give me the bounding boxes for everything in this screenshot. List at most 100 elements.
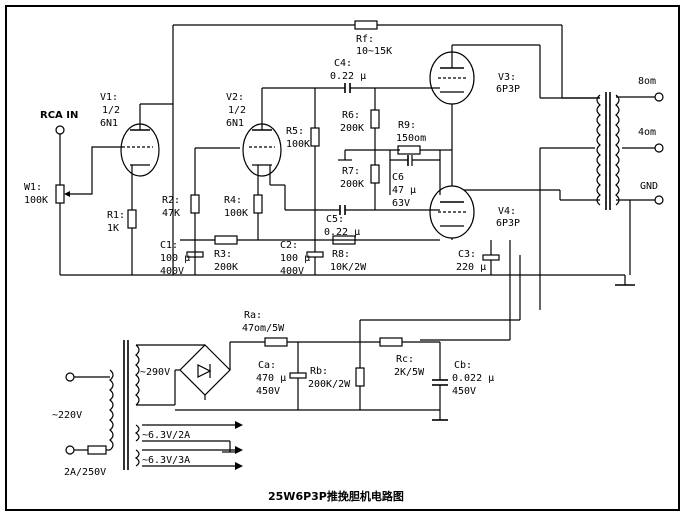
- label-mains-voltage: ~220V: [52, 410, 82, 421]
- label-rc-value: 2K/5W: [394, 367, 425, 378]
- label-r1-name: R1:: [107, 210, 125, 221]
- r5-resistor: [310, 127, 320, 147]
- label-out-8om: 8om: [638, 76, 656, 87]
- bridge-rectifier: [179, 344, 231, 396]
- w1-potentiometer: [55, 184, 65, 204]
- label-rc-name: Rc:: [396, 354, 414, 365]
- label-cb-voltage: 450V: [452, 386, 476, 397]
- label-v1-name: V1:: [100, 92, 118, 103]
- ca-capacitor: [289, 372, 307, 379]
- label-heater-2: ~6.3V/3A: [142, 455, 190, 466]
- rca-input-jack[interactable]: [55, 125, 65, 135]
- rc-resistor: [379, 337, 403, 347]
- label-fuse: 2A/250V: [64, 467, 106, 478]
- diagram-border: [5, 5, 680, 511]
- label-r3-value: 200K: [214, 262, 238, 273]
- label-c5-value: 0.22 μ: [324, 227, 360, 238]
- label-ca-voltage: 450V: [256, 386, 280, 397]
- label-r2-value: 47K: [162, 208, 180, 219]
- label-r1-value: 1K: [107, 223, 119, 234]
- label-r9-value: 150om: [396, 133, 426, 144]
- label-v4-name: V4:: [498, 206, 516, 217]
- fuse: [87, 445, 107, 455]
- label-c2-name: C2:: [280, 240, 298, 251]
- label-c6-name: C6: [392, 172, 404, 183]
- label-rca-in: RCA IN: [40, 110, 78, 121]
- r7-resistor: [370, 164, 380, 184]
- label-r9-name: R9:: [398, 120, 416, 131]
- r4-resistor: [253, 194, 263, 214]
- mains-terminal-2[interactable]: [65, 445, 75, 455]
- rb-resistor: [355, 367, 365, 387]
- label-v1-type: 6N1: [100, 118, 118, 129]
- label-w1-value: 100K: [24, 195, 48, 206]
- label-cb-name: Cb:: [454, 360, 472, 371]
- label-hv-secondary: ~290V: [140, 367, 170, 378]
- label-ca-value: 470 μ: [256, 373, 286, 384]
- label-c1-value: 100 μ: [160, 253, 190, 264]
- label-c1-voltage: 400V: [160, 266, 184, 277]
- c3-capacitor: [482, 254, 500, 261]
- label-out-gnd: GND: [640, 181, 658, 192]
- label-r7-name: R7:: [342, 166, 360, 177]
- output-transformer-secondary: [615, 94, 620, 206]
- output-8ohm-terminal[interactable]: [654, 92, 664, 102]
- label-r4-name: R4:: [224, 195, 242, 206]
- power-transformer-primary: [109, 369, 114, 451]
- label-v3-name: V3:: [498, 72, 516, 83]
- label-w1-name: W1:: [24, 182, 42, 193]
- label-v2-name: V2:: [226, 92, 244, 103]
- label-r8-name: R8:: [332, 249, 350, 260]
- label-c4-value: 0.22 μ: [330, 71, 366, 82]
- mains-terminal-1[interactable]: [65, 372, 75, 382]
- label-r4-value: 100K: [224, 208, 248, 219]
- label-r6-value: 200K: [340, 123, 364, 134]
- label-c5-name: C5:: [326, 214, 344, 225]
- hv-secondary: [135, 344, 140, 406]
- label-r2-name: R2:: [162, 195, 180, 206]
- c1-capacitor: [186, 251, 204, 258]
- rf-resistor: [354, 20, 378, 30]
- label-r6-name: R6:: [342, 110, 360, 121]
- r9-resistor: [397, 145, 421, 155]
- label-rf-name: Rf:: [356, 34, 374, 45]
- label-r3-name: R3:: [214, 249, 232, 260]
- r2-resistor: [190, 194, 200, 214]
- output-transformer-primary: [596, 94, 601, 206]
- r6-resistor: [370, 109, 380, 129]
- label-c2-voltage: 400V: [280, 266, 304, 277]
- v1-tube: [120, 123, 160, 177]
- label-v2-half: 1/2: [228, 105, 246, 116]
- label-c3-value: 220 μ: [456, 262, 486, 273]
- label-v4-type: 6P3P: [496, 218, 520, 229]
- label-c4-name: C4:: [334, 58, 352, 69]
- label-cb-value: 0.022 μ: [452, 373, 494, 384]
- label-c6-voltage: 63V: [392, 198, 410, 209]
- label-v3-type: 6P3P: [496, 84, 520, 95]
- r1-resistor: [127, 209, 137, 229]
- label-r5-name: R5:: [286, 126, 304, 137]
- label-ca-name: Ca:: [258, 360, 276, 371]
- v2-tube: [242, 123, 282, 177]
- output-4ohm-terminal[interactable]: [654, 143, 664, 153]
- v4-tube: [429, 185, 475, 239]
- label-r5-value: 100K: [286, 139, 310, 150]
- label-ra-value: 47om/5W: [242, 323, 285, 334]
- label-out-4om: 4om: [638, 127, 656, 138]
- diagram-title: 25W6P3P推挽胆机电路图: [268, 489, 404, 503]
- label-rb-name: Rb:: [310, 366, 328, 377]
- label-heater-1: ~6.3V/2A: [142, 430, 190, 441]
- label-v2-type: 6N1: [226, 118, 244, 129]
- ra-resistor: [264, 337, 288, 347]
- output-gnd-terminal[interactable]: [654, 195, 664, 205]
- label-r8-value: 10K/2W: [330, 262, 367, 273]
- label-c3-name: C3:: [458, 249, 476, 260]
- label-r7-value: 200K: [340, 179, 364, 190]
- label-ra-name: Ra:: [244, 310, 262, 321]
- r3-resistor: [214, 235, 238, 245]
- label-c2-value: 100 μ: [280, 253, 310, 264]
- label-c1-name: C1:: [160, 240, 178, 251]
- label-v1-half: 1/2: [102, 105, 120, 116]
